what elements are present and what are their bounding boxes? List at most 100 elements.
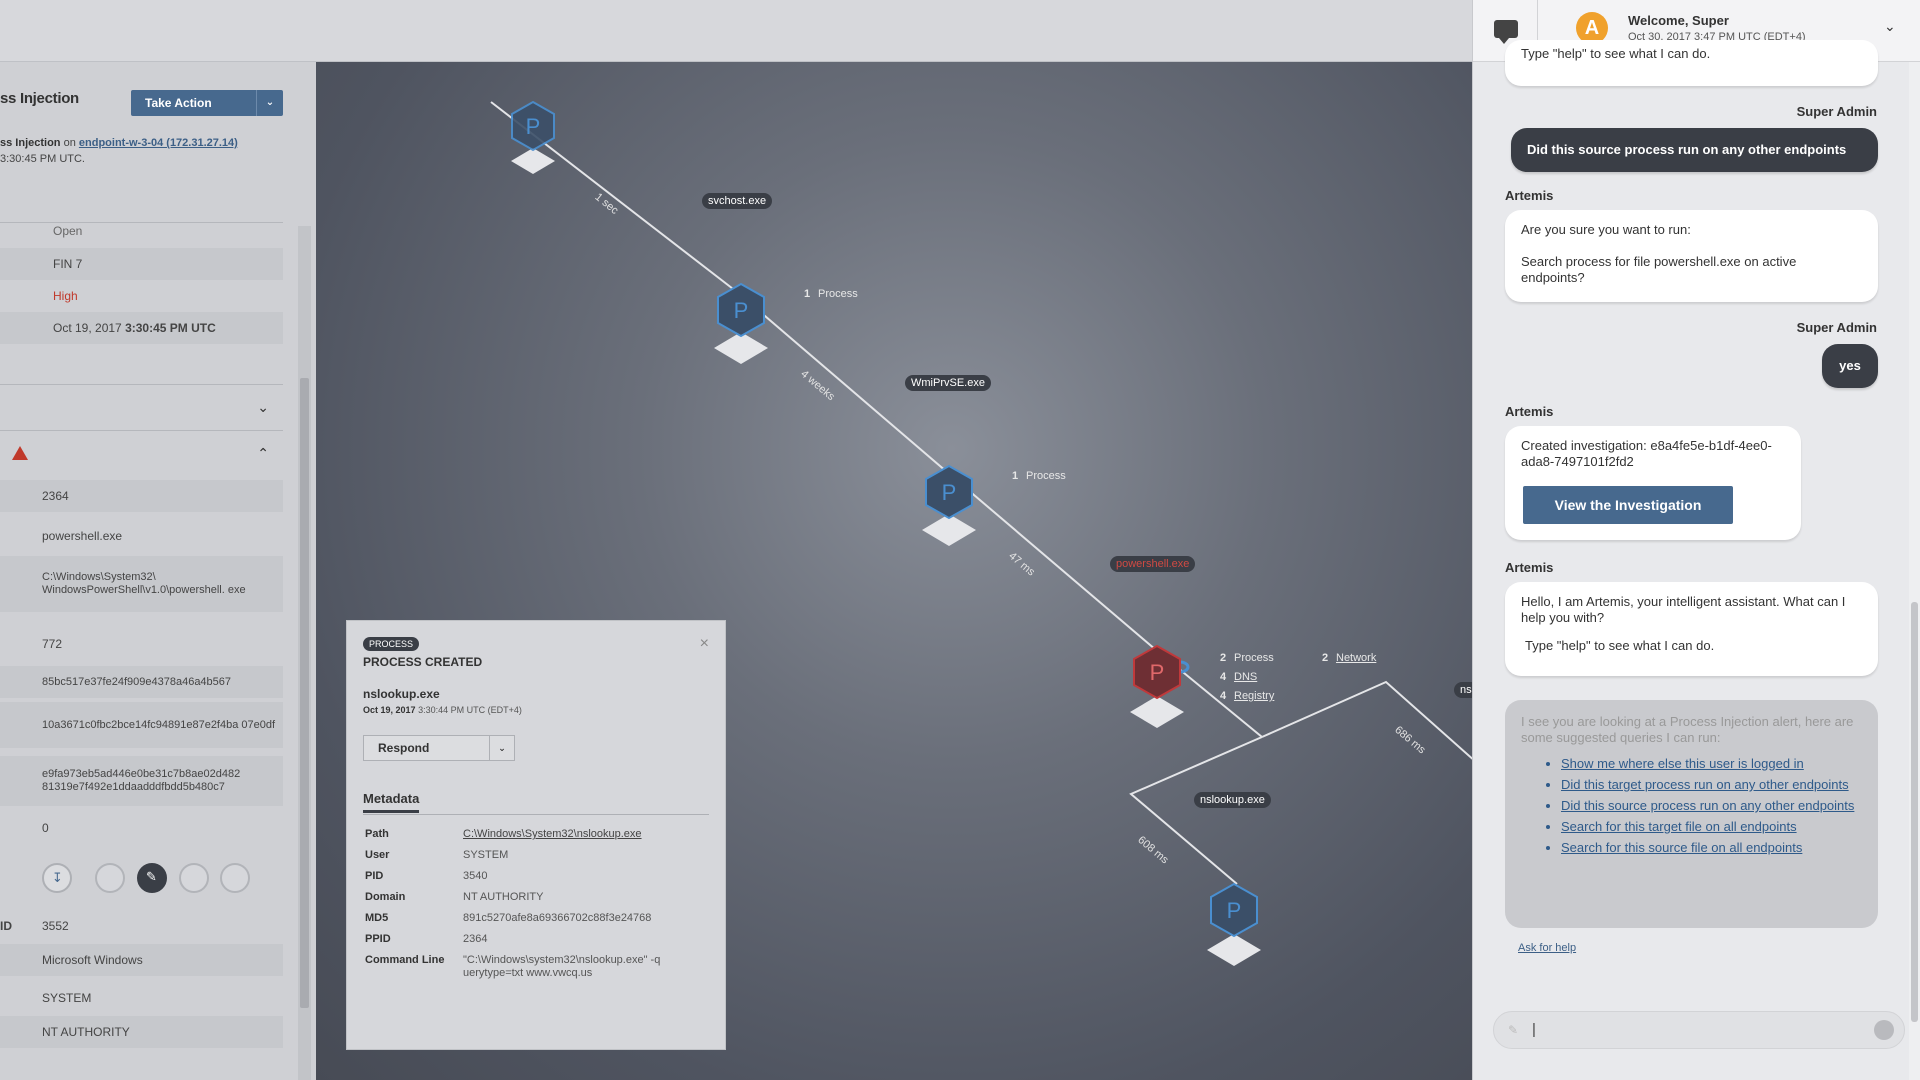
chat-message-bot: Type "help" to see what I can do. [1505,40,1878,86]
chevron-down-icon[interactable]: ⌄ [1884,18,1896,34]
detail-value: powershell.exe [42,528,123,543]
collapsed-section[interactable]: ⌄ [0,384,283,430]
left-scrollbar[interactable] [298,226,311,1080]
detail-row-domain: NT AUTHORITY [0,1016,283,1048]
meta-path-link[interactable]: C:\Windows\System32\nslookup.exe [463,828,642,840]
take-action-label: Take Action [131,90,257,116]
dns-link[interactable]: DNS [1234,671,1258,683]
chat-icon[interactable] [1494,20,1518,44]
status-value: Open [53,223,83,238]
time-row: Oct 19, 2017 3:30:45 PM UTC [0,312,283,344]
node-label: nslookup.exe [1194,792,1271,808]
detail-value: 3552 [42,918,69,933]
detail-value: SYSTEM [42,990,92,1005]
network-link[interactable]: Network [1336,652,1377,664]
scroll-thumb[interactable] [1911,602,1918,1022]
chevron-down-icon[interactable]: ⌄ [265,97,275,108]
process-timestamp: Oct 19, 2017 3:30:44 PM UTC (EDT+4) [363,705,522,715]
node-label-cut: ns [1454,682,1472,698]
process-node-powershell[interactable] [1130,644,1184,728]
alert-subtitle-on: on [60,137,79,149]
detail-value: NT AUTHORITY [42,1024,130,1039]
input-value: | [1532,1021,1536,1038]
chat-scrollbar[interactable] [1909,62,1920,1080]
action-circle[interactable] [220,863,250,893]
info-count: 2 [1322,652,1329,664]
message-text: Type "help" to see what I can do. [1525,638,1715,653]
suggestion-link[interactable]: Search for this source file on all endpo… [1561,840,1862,856]
detail-row-company: Microsoft Windows [0,944,283,976]
severity-row: High [0,280,283,312]
suggestion-link[interactable]: Did this source process run on any other… [1561,798,1862,814]
node-info: 2 Network [1322,649,1376,668]
suggest-intro: I see you are looking at a Process Injec… [1521,714,1854,745]
message-text: Type "help" to see what I can do. [1521,46,1711,61]
suggestion-link[interactable]: Did this target process run on any other… [1561,777,1862,793]
ask-for-help-link[interactable]: Ask for help [1518,942,1577,954]
process-node-nslookup[interactable] [1207,882,1261,966]
meta-key: PPID [365,933,391,945]
action-circle[interactable] [179,863,209,893]
detail-row-md5: 85bc517e37fe24f909e4378a46a4b567 [0,666,283,698]
alert-title: ss Injection [0,90,79,107]
detail-value: 85bc517e37fe24f909e4378a46a4b567 [42,675,232,688]
detail-row-sha256: e9fa973eb5ad446e0be31c7b8ae02d482 81319e… [0,756,283,806]
severity-value: High [53,288,78,303]
edit-icon[interactable]: ✎ [137,863,167,893]
respond-label: Respond [364,736,490,760]
chat-message-bot: Are you sure you want to run: Search pro… [1505,210,1878,302]
expanded-section[interactable]: ⌃ [0,430,283,476]
tab-underline [363,814,709,815]
alert-subtitle-time: 3:30:45 PM UTC. [0,153,85,165]
meta-value: 891c5270afe8a69366702c88f3e24768 [463,912,652,924]
registry-link[interactable]: Registry [1234,690,1275,702]
chevron-down-icon[interactable]: ⌄ [498,743,506,753]
info-type: Process [1234,652,1274,664]
process-node-svchost[interactable] [714,282,768,364]
table-row: Path C:\Windows\System32\nslookup.exe [365,824,705,845]
meta-key: Domain [365,891,406,903]
info-count: 2 [1220,652,1227,664]
suggestion-link[interactable]: Show me where else this user is logged i… [1561,756,1862,772]
time-value: Oct 19, 2017 3:30:45 PM UTC [0,321,216,335]
chat-message-bot: Hello, I am Artemis, your intelligent as… [1505,582,1878,676]
process-node-wmiprvse[interactable] [922,464,976,546]
sender-name: Super Admin [1796,320,1877,335]
suggestion-link[interactable]: Search for this target file on all endpo… [1561,819,1862,835]
divider [1537,0,1538,62]
chevron-up-icon[interactable]: ⌃ [257,444,269,461]
detail-value: Microsoft Windows [42,952,143,967]
respond-dropdown[interactable]: Respond ⌄ [363,735,515,761]
take-action-button[interactable]: Take Action ⌄ [131,90,283,116]
avatar[interactable]: A [1576,12,1608,44]
meta-key: Path [365,828,389,840]
download-icon[interactable]: ↧ [42,863,72,893]
scroll-thumb[interactable] [300,378,309,1008]
action-circle[interactable] [95,863,125,893]
divider [0,222,283,223]
group-row: FIN 7 [0,248,283,280]
detail-row-pid: 772 [0,628,283,660]
meta-key: MD5 [365,912,389,924]
keypad-icon[interactable] [1874,1020,1894,1040]
chevron-down-icon[interactable]: ⌄ [257,398,269,415]
close-icon[interactable]: × [699,635,709,652]
chat-input[interactable]: ✎ | [1493,1011,1905,1049]
chat-message-user: yes [1822,344,1878,388]
table-row: Command Line"C:\Windows\system32\nslooku… [365,950,705,984]
glyph: P [942,480,957,505]
process-node-top[interactable] [511,100,555,174]
detail-row-count: 0 [0,812,283,844]
alert-subtitle-type: ss Injection [0,137,61,149]
info-count: 1 [804,288,811,300]
meta-key: User [365,849,390,861]
view-investigation-button[interactable]: View the Investigation [1523,486,1733,524]
endpoint-link[interactable]: endpoint-w-3-04 (172.31.27.14) [78,137,238,149]
message-text: Search process for file powershell.exe o… [1521,254,1797,285]
tab-metadata[interactable]: Metadata [363,791,420,813]
